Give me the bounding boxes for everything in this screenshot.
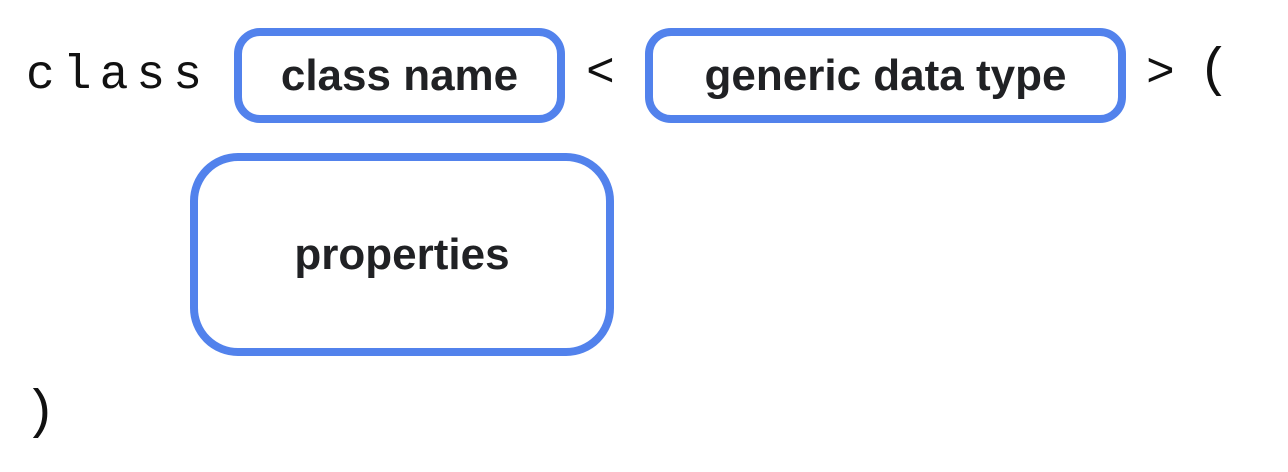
- generic-data-type-slot-box: generic data type: [645, 28, 1126, 123]
- generic-data-type-slot-label: generic data type: [704, 50, 1067, 100]
- greater-than-symbol: >: [1146, 47, 1175, 101]
- less-than-symbol: <: [586, 47, 615, 101]
- close-parenthesis-symbol: ): [24, 383, 57, 444]
- class-name-slot-box: class name: [234, 28, 565, 123]
- class-keyword: class: [26, 49, 211, 103]
- properties-slot-label: properties: [294, 229, 510, 279]
- open-parenthesis-symbol: (: [1198, 41, 1231, 102]
- properties-slot-box: properties: [190, 153, 614, 356]
- class-name-slot-label: class name: [280, 50, 519, 100]
